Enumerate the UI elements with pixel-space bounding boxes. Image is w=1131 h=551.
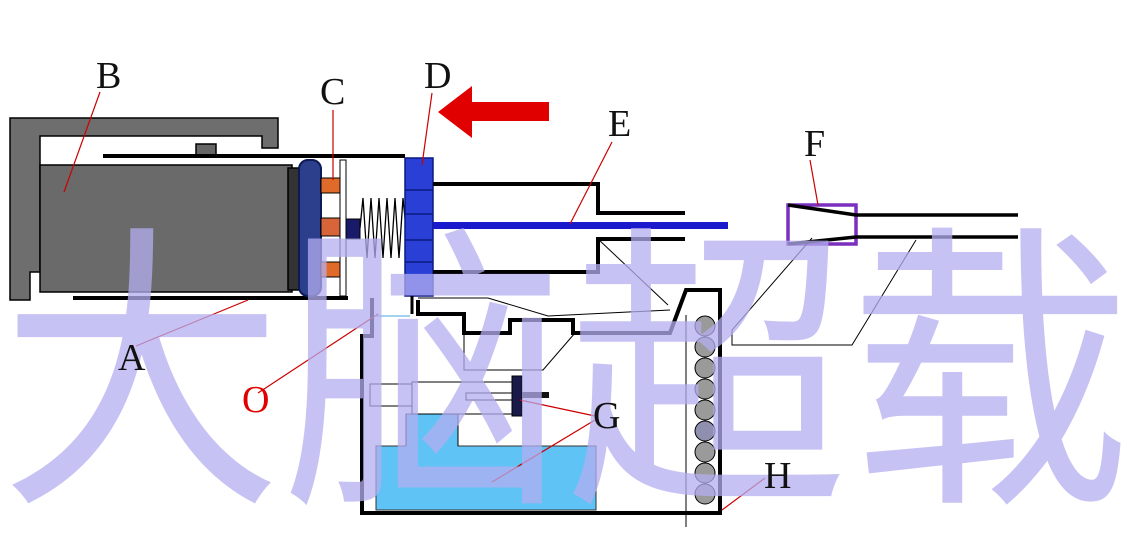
label-E: E <box>608 103 631 145</box>
leader-O <box>257 313 379 394</box>
label-F: F <box>804 123 825 165</box>
leader-lines <box>63 91 819 511</box>
sleeve-wire-bottom <box>787 235 1018 246</box>
ball <box>694 336 716 358</box>
leader-H <box>721 477 766 511</box>
sleeve <box>786 203 858 246</box>
ball <box>694 483 716 505</box>
inner-link <box>463 332 576 371</box>
ball <box>694 399 716 421</box>
leader-G-tank <box>491 419 596 483</box>
push-rod <box>433 222 728 229</box>
label-B: B <box>96 55 121 97</box>
label-G: G <box>593 395 620 437</box>
label-C: C <box>320 71 345 113</box>
mechanism <box>9 86 1018 527</box>
label-D: D <box>424 55 451 97</box>
leader-G-plunger <box>519 399 596 417</box>
center-block <box>345 218 361 240</box>
ball <box>694 357 716 379</box>
label-H: H <box>764 455 791 497</box>
leader-E <box>569 141 613 225</box>
spring <box>359 197 407 259</box>
label-O: O <box>242 379 269 421</box>
push-direction-arrow <box>438 86 549 138</box>
leader-B <box>63 91 101 193</box>
pipe-lower <box>433 237 685 274</box>
ball <box>694 462 716 484</box>
leader-F <box>809 159 819 206</box>
ball-column <box>694 315 716 505</box>
sleeve-wire-top <box>787 203 1018 217</box>
housing-bracket <box>9 117 279 301</box>
leader-D <box>421 92 433 166</box>
leader-A <box>135 299 249 347</box>
pipe-link <box>597 238 669 306</box>
watermark: 大脑超载 <box>0 202 1131 551</box>
ball <box>694 441 716 463</box>
wire-path <box>731 237 917 346</box>
ball <box>694 315 716 337</box>
label-A: A <box>118 337 146 379</box>
ball <box>694 378 716 400</box>
pipe-upper <box>433 182 685 215</box>
chamber-wall <box>360 288 722 515</box>
plunger-tip <box>522 392 549 398</box>
part-labels: A B C D E F G H O <box>96 55 825 497</box>
ball <box>694 420 716 442</box>
coil-body <box>39 164 293 293</box>
outflow-line <box>418 297 671 317</box>
